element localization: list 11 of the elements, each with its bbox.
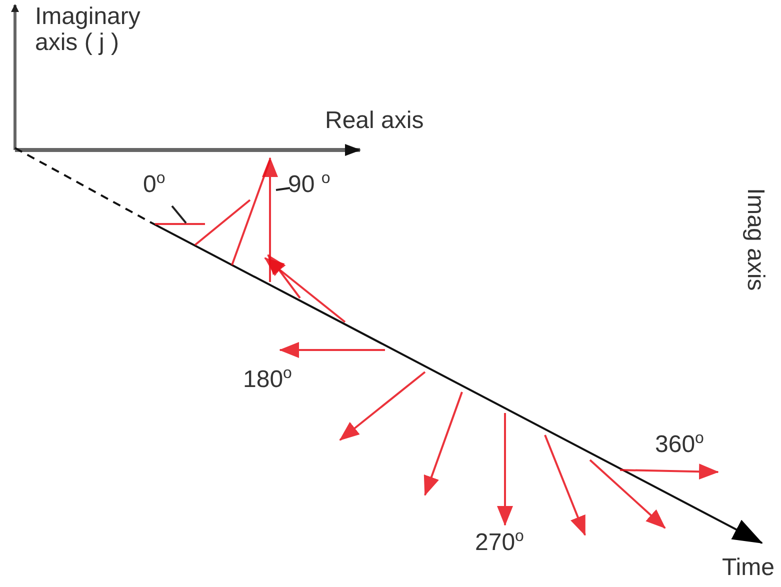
- angle-label: 90 $^{o}$: [288, 170, 330, 198]
- angle-label: 180$^{o}$: [243, 365, 292, 394]
- leader-line: [276, 187, 290, 191]
- angle-label: 360$^{o}$: [655, 430, 704, 458]
- axis-label: Time: [722, 555, 774, 582]
- axis-label: Imaginary axis ( j ): [35, 4, 142, 57]
- angle-label: 0$^{o}$: [143, 170, 166, 198]
- axis-label: Imag axis: [742, 188, 768, 291]
- axis-label: Real axis: [325, 108, 424, 134]
- angle-label: 270$^{o}$: [475, 528, 524, 556]
- leader-line: [171, 205, 187, 224]
